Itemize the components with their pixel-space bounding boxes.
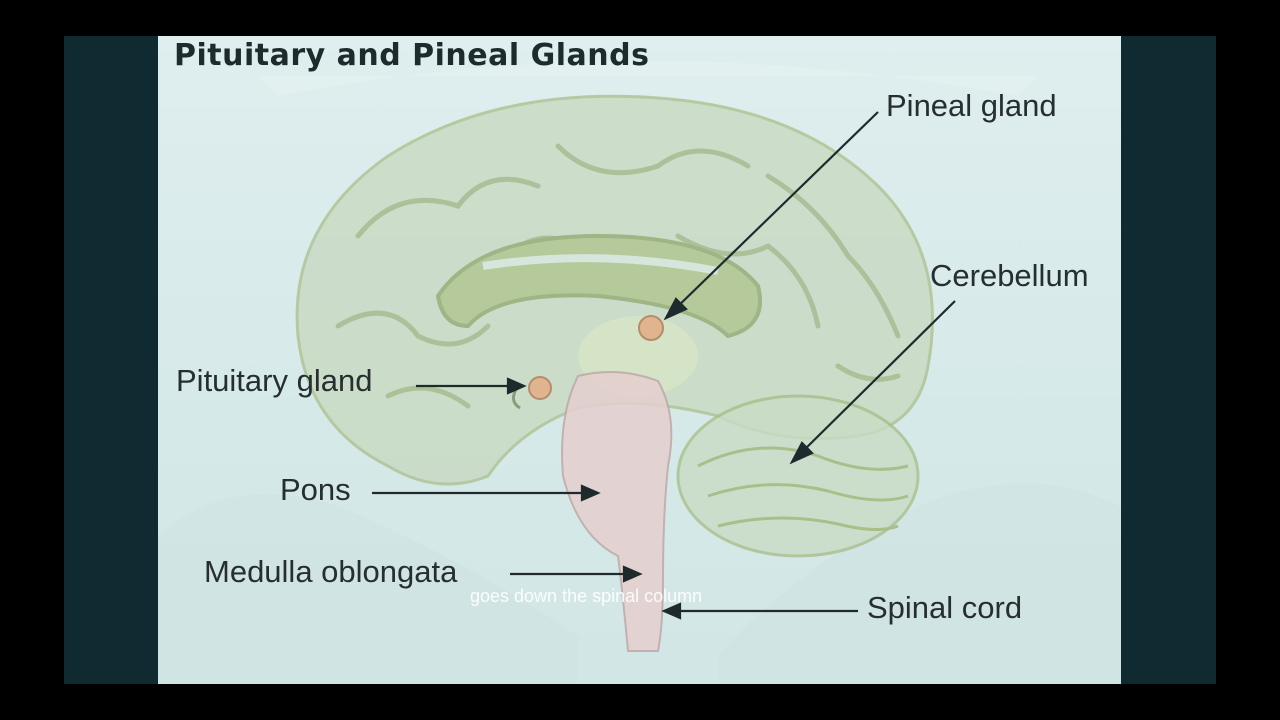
pituitary-gland-shape — [528, 376, 552, 400]
pointer-cerebellum — [797, 300, 956, 457]
head-silhouette — [258, 61, 1038, 96]
brain-illustration — [158, 61, 1121, 684]
label-spinal-cord: Spinal cord — [867, 590, 1023, 625]
label-medulla-oblongata: Medulla oblongata — [204, 554, 458, 589]
label-pointers — [372, 111, 956, 620]
video-frame: Pituitary and Pineal Glands Pineal gland… — [64, 36, 1216, 684]
label-cerebellum: Cerebellum — [930, 258, 1089, 293]
label-pineal-gland: Pineal gland — [886, 88, 1057, 123]
diagram-slide: Pituitary and Pineal Glands Pineal gland… — [158, 36, 1121, 684]
label-pons: Pons — [280, 472, 351, 507]
pineal-gland-shape — [638, 315, 664, 341]
brainstem — [561, 371, 673, 652]
label-pituitary-gland: Pituitary gland — [176, 363, 373, 398]
body-silhouette-left — [158, 493, 578, 684]
pointer-pineal — [671, 111, 879, 313]
diagram-title: Pituitary and Pineal Glands — [174, 38, 650, 73]
video-caption: goes down the spinal column — [470, 586, 703, 606]
cerebellum-shape — [676, 394, 920, 558]
body-silhouette-right — [718, 483, 1121, 684]
lateral-ventricle — [482, 254, 719, 275]
